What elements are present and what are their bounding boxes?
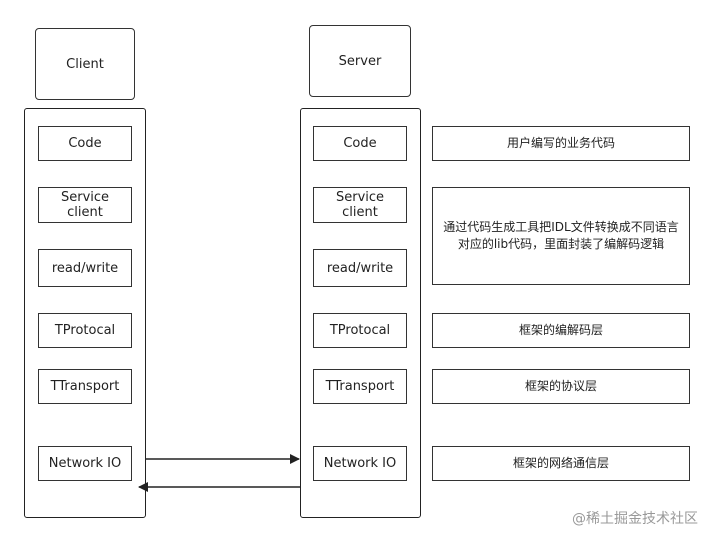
watermark: @稀土掘金技术社区 (572, 511, 698, 527)
client-layer-code-label: Code (68, 136, 102, 151)
note-ttransport: 框架的协议层 (432, 369, 690, 404)
server-layer-network-io: Network IO (313, 446, 407, 481)
client-layer-ttransport-label: TTransport (50, 379, 120, 394)
client-layer-read-write-label: read/write (51, 260, 119, 276)
note-tprotocal-text: 框架的编解码层 (518, 323, 603, 337)
note-code-text: 用户编写的业务代码 (506, 136, 615, 150)
note-network-io: 框架的网络通信层 (432, 446, 690, 481)
client-layer-network-io-label: Network IO (48, 456, 122, 471)
client-layer-tprotocal-label: TProtocal (54, 323, 116, 338)
server-layer-ttransport: TTransport (313, 369, 407, 404)
server-layer-code-label: Code (343, 136, 377, 151)
server-layer-tprotocal: TProtocal (313, 313, 407, 348)
server-layer-service-client-label: Service client (335, 190, 385, 220)
server-title-box: Server (309, 25, 411, 97)
server-title: Server (338, 53, 382, 69)
note-network-io-text: 框架的网络通信层 (512, 456, 609, 470)
note-service-client-text: 通过代码生成工具把IDL文件转换成不同语言对应的lib代码，里面封装了编解码逻辑 (443, 220, 679, 251)
client-title: Client (66, 56, 104, 72)
note-tprotocal: 框架的编解码层 (432, 313, 690, 348)
server-layer-network-io-label: Network IO (323, 456, 397, 471)
server-layer-read-write: read/write (313, 249, 407, 287)
client-layer-ttransport: TTransport (38, 369, 132, 404)
client-title-box: Client (35, 28, 135, 100)
client-layer-code: Code (38, 126, 132, 161)
server-layer-tprotocal-label: TProtocal (329, 323, 391, 338)
client-layer-read-write: read/write (38, 249, 132, 287)
client-layer-service-client-label: Service client (60, 190, 110, 220)
server-layer-code: Code (313, 126, 407, 161)
client-layer-service-client: Service client (38, 187, 132, 223)
note-code: 用户编写的业务代码 (432, 126, 690, 161)
server-layer-ttransport-label: TTransport (325, 379, 395, 394)
note-service-client: 通过代码生成工具把IDL文件转换成不同语言对应的lib代码，里面封装了编解码逻辑 (432, 187, 690, 285)
client-layer-network-io: Network IO (38, 446, 132, 481)
note-ttransport-text: 框架的协议层 (524, 379, 597, 393)
server-layer-read-write-label: read/write (326, 260, 394, 276)
server-layer-service-client: Service client (313, 187, 407, 223)
client-layer-tprotocal: TProtocal (38, 313, 132, 348)
